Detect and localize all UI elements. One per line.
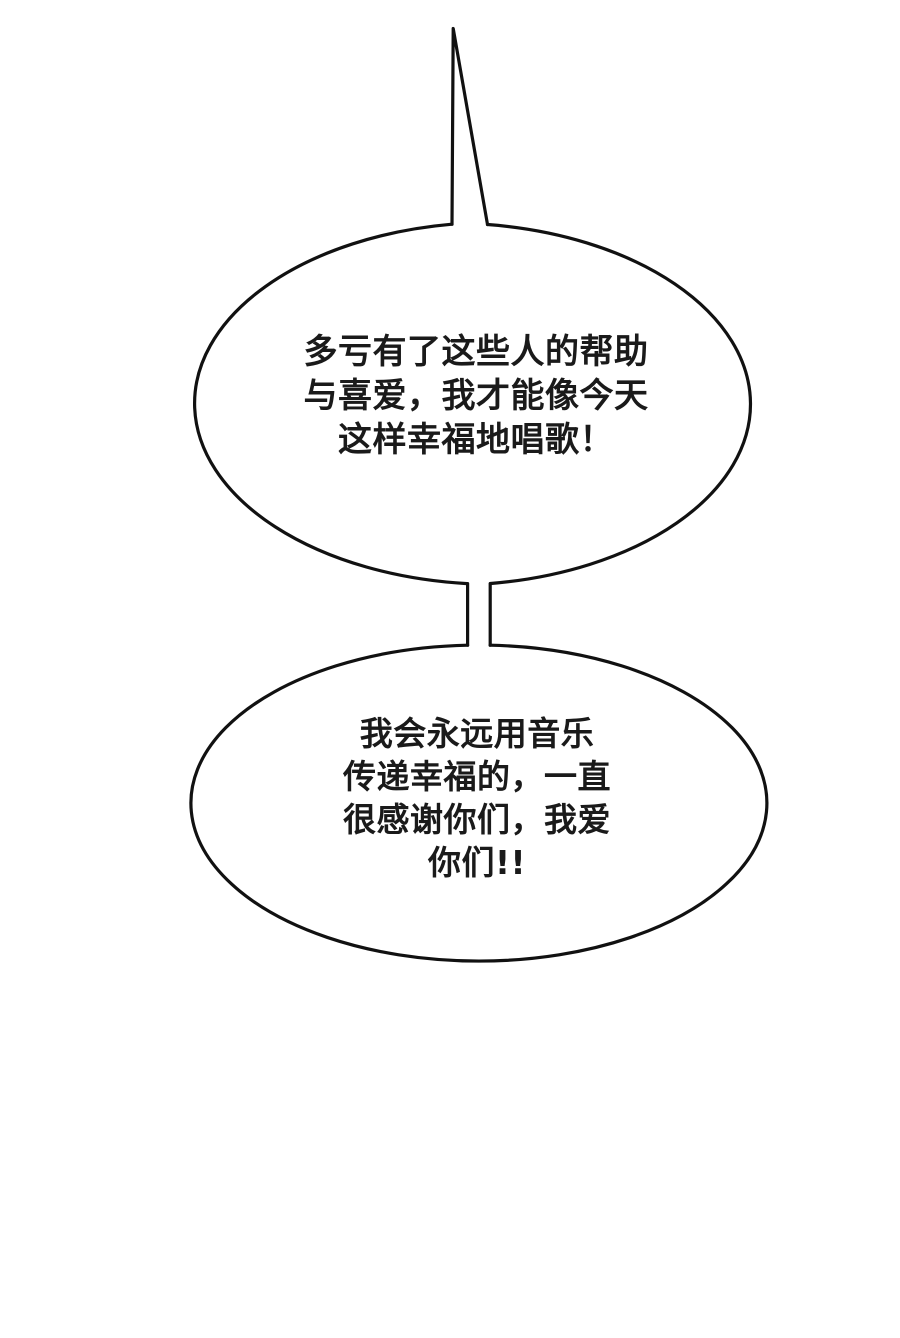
bubble-2-outline	[189, 643, 769, 963]
bubble-1-outline-right	[485, 222, 753, 586]
bubble-1-fill	[176, 222, 776, 584]
bubble-2-fill	[189, 644, 765, 960]
panel-empty-area	[0, 975, 900, 1338]
bubble-1-outline-left	[192, 222, 469, 586]
bubble-2-text: 我会永远用音乐 传递幸福的，一直 很感谢你们，我爱 你们!!	[343, 714, 611, 882]
bubble-connector-fill	[467, 560, 490, 670]
bubble-tail-fill	[452, 28, 487, 240]
bubble-tail-outline	[450, 26, 490, 227]
bubble-1-text: 多亏有了这些人的帮助 与喜爱，我才能像今天 这样幸福地唱歌！	[303, 332, 649, 460]
